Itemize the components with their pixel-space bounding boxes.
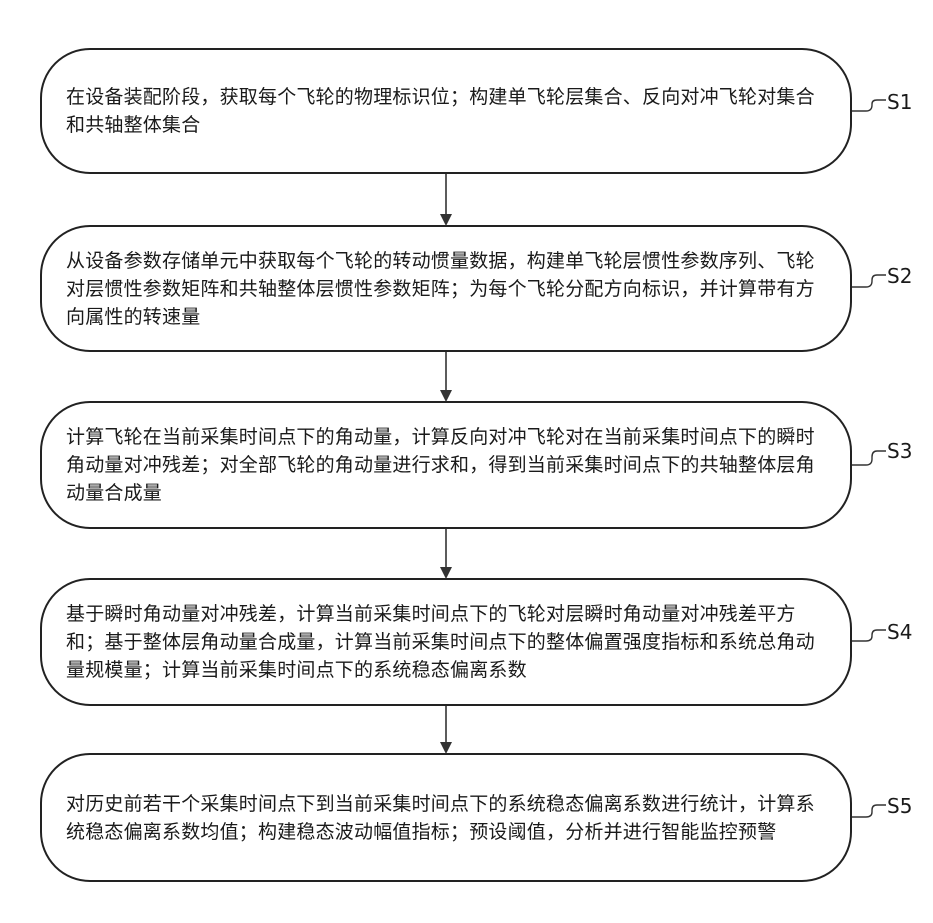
leader-s2 [852, 275, 886, 287]
step-label-s2: S2 [887, 266, 912, 286]
step-box-s5: 对历史前若干个采集时间点下到当前采集时间点下的系统稳态偏离系数进行统计，计算系统… [40, 753, 852, 882]
step-box-s3: 计算飞轮在当前采集时间点下的角动量，计算反向对冲飞轮对在当前采集时间点下的瞬时角… [40, 401, 852, 529]
step-label-s5: S5 [887, 796, 912, 816]
step-text-s5: 对历史前若干个采集时间点下到当前采集时间点下的系统稳态偏离系数进行统计，计算系统… [66, 790, 832, 846]
step-box-s1: 在设备装配阶段，获取每个飞轮的物理标识位；构建单飞轮层集合、反向对冲飞轮对集合和… [40, 48, 852, 174]
step-box-s2: 从设备参数存储单元中获取每个飞轮的转动惯量数据，构建单飞轮层惯性参数序列、飞轮对… [40, 225, 852, 352]
step-label-s1: S1 [887, 92, 912, 112]
step-text-s1: 在设备装配阶段，获取每个飞轮的物理标识位；构建单飞轮层集合、反向对冲飞轮对集合和… [66, 83, 832, 139]
leader-s1 [852, 100, 886, 111]
leader-s5 [852, 805, 886, 817]
step-box-s4: 基于瞬时角动量对冲残差，计算当前采集时间点下的飞轮对层瞬时角动量对冲残差平方和；… [40, 578, 852, 706]
step-label-s3: S3 [887, 441, 912, 461]
step-text-s3: 计算飞轮在当前采集时间点下的角动量，计算反向对冲飞轮对在当前采集时间点下的瞬时角… [66, 423, 832, 507]
leader-s4 [852, 630, 886, 641]
step-text-s2: 从设备参数存储单元中获取每个飞轮的转动惯量数据，构建单飞轮层惯性参数序列、飞轮对… [66, 247, 832, 331]
leader-s3 [852, 451, 886, 465]
step-label-s4: S4 [887, 622, 912, 642]
step-text-s4: 基于瞬时角动量对冲残差，计算当前采集时间点下的飞轮对层瞬时角动量对冲残差平方和；… [66, 600, 832, 684]
